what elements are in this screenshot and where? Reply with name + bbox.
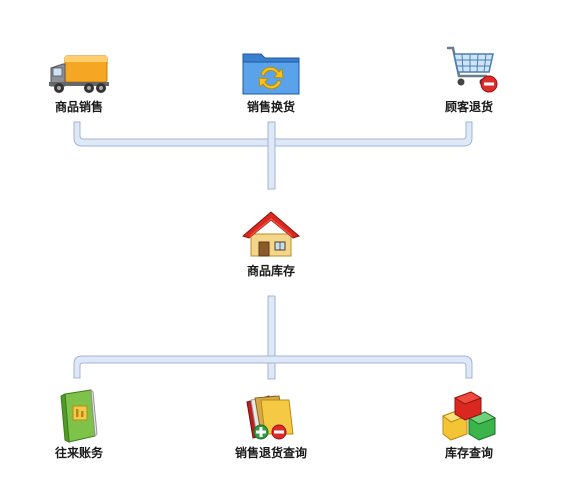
accounts-label: 往来账务 [54, 446, 103, 460]
return-query-label: 销售退货查询 [234, 446, 307, 460]
returns-node[interactable]: 顾客退货 [409, 42, 529, 114]
exchange-label: 销售换货 [246, 100, 295, 114]
top-connector [73, 121, 473, 147]
exchange-node[interactable]: 销售换货 [211, 48, 331, 114]
folders-add-remove-icon [246, 395, 294, 440]
cart-remove-icon [447, 46, 498, 93]
bottom-stem [267, 295, 276, 380]
top-stem [267, 121, 276, 190]
sales-label: 商品销售 [54, 100, 103, 114]
boxes-icon [441, 391, 497, 441]
returns-label: 顾客退货 [444, 100, 493, 114]
bottom-connector [73, 355, 473, 379]
exchange-folder-icon [242, 53, 300, 95]
house-icon [242, 211, 300, 257]
inventory-label: 商品库存 [246, 264, 295, 278]
sales-node[interactable]: 商品销售 [19, 48, 139, 114]
truck-icon [49, 55, 109, 93]
accounts-node[interactable]: 往来账务 [19, 388, 139, 460]
ledger-book-icon [60, 388, 98, 443]
stock-query-node[interactable]: 库存查询 [409, 388, 529, 460]
return-query-node[interactable]: 销售退货查询 [211, 388, 331, 460]
stock-query-label: 库存查询 [444, 446, 493, 460]
inventory-node[interactable]: 商品库存 [211, 206, 331, 278]
